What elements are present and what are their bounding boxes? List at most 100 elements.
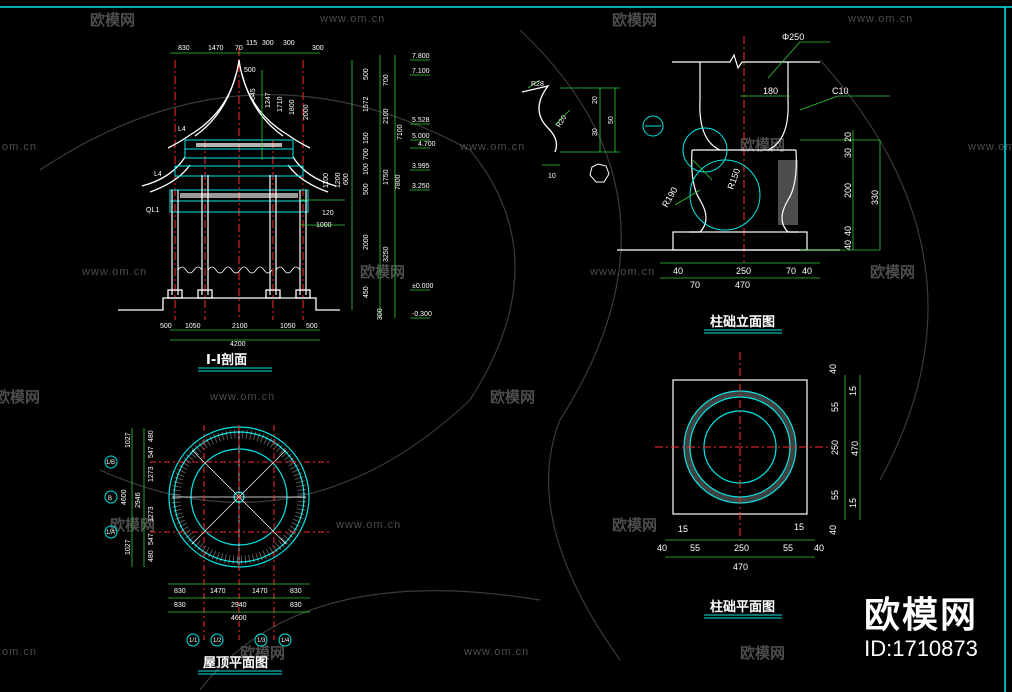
- dim-text: 2000: [303, 104, 310, 120]
- watermark-logo: 欧模网: [0, 388, 40, 406]
- watermark-url: om.cn: [2, 141, 37, 153]
- dim-text: 2100: [232, 323, 248, 330]
- dim-text: 450: [363, 286, 370, 298]
- dim-text: 4200: [230, 341, 246, 348]
- dim-text: 1247: [265, 92, 272, 108]
- dim-text: 500: [160, 323, 172, 330]
- axis-label: 1/A: [106, 530, 115, 536]
- dim-text: 830: [290, 602, 302, 609]
- roof-plan-title: 屋顶平面图: [203, 656, 268, 671]
- watermark-logo: 欧模网: [360, 263, 405, 281]
- member-label: L4: [178, 126, 186, 133]
- dim-text: R150: [725, 167, 742, 191]
- dim-text: 15: [794, 522, 804, 532]
- watermark-url: www.om.cn: [335, 519, 401, 531]
- dim-text: 55: [783, 543, 793, 553]
- elevation-mark: 5.528: [412, 117, 430, 124]
- dim-text: 2000: [363, 234, 370, 250]
- axis-label: B: [108, 496, 112, 502]
- watermark-url: www.om.cn: [459, 141, 525, 153]
- dim-text: 1050: [280, 323, 296, 330]
- dim-text: 2946: [135, 492, 142, 508]
- dim-text: R28: [531, 81, 544, 88]
- dim-text: 15: [678, 524, 688, 534]
- dim-text: 250: [734, 543, 749, 553]
- axis-label: 1/3: [257, 638, 266, 644]
- dim-text: 600: [343, 173, 350, 185]
- dim-text: 1273: [148, 506, 155, 522]
- dim-text: 1200: [335, 172, 342, 188]
- dim-text: 115: [246, 40, 257, 47]
- dim-text: 250: [830, 440, 840, 455]
- axis-label: 1/1: [189, 638, 198, 644]
- watermark-logo: 欧模网: [870, 263, 915, 281]
- dim-text: 40: [673, 266, 683, 276]
- dim-text: 300: [312, 45, 324, 52]
- dim-text: 40: [802, 266, 812, 276]
- dim-text: 300: [262, 40, 274, 47]
- dim-text: 40: [843, 226, 853, 236]
- dim-text: 830: [174, 602, 186, 609]
- axis-label: 1/2: [213, 638, 222, 644]
- section-title: I-I剖面: [206, 352, 247, 368]
- dim-text: 30: [592, 128, 599, 136]
- dim-text: 40: [828, 364, 838, 374]
- elevation-mark: 3.995: [412, 163, 430, 170]
- watermark-layer: 欧模网 欧模网 欧模网 欧模网 欧模网 欧模网 欧模网 欧模网 欧模网 欧模网 …: [0, 11, 1012, 691]
- dim-text: 3250: [383, 246, 390, 262]
- watermark-logo: 欧模网: [740, 644, 785, 662]
- dim-text: 500: [306, 323, 318, 330]
- dim-text: 500: [363, 68, 370, 80]
- dim-text: 40: [828, 525, 838, 535]
- watermark-logo: 欧模网: [90, 11, 135, 29]
- dim-text: 15: [848, 498, 858, 508]
- elevation-mark: ±0.000: [412, 283, 433, 290]
- watermark-url: www.om.cn: [209, 391, 275, 403]
- dim-text: 480: [148, 430, 155, 442]
- brand-id: ID:1710873: [864, 636, 978, 661]
- dim-text: 30: [843, 148, 853, 158]
- dim-text: 70: [235, 45, 243, 52]
- member-label: QL1: [146, 207, 159, 214]
- dim-text: 1710: [277, 96, 284, 112]
- watermark-url: www.om.cn: [967, 141, 1012, 153]
- dim-text: 70: [786, 266, 796, 276]
- dim-text: 547: [148, 446, 155, 458]
- dim-text: 4600: [121, 489, 128, 505]
- dim-text: 470: [733, 562, 748, 572]
- watermark-logo: 欧模网: [490, 388, 535, 406]
- dim-text: 1050: [185, 323, 201, 330]
- dim-text: 1273: [148, 466, 155, 482]
- member-label: L4: [154, 171, 162, 178]
- dim-text: 830: [290, 588, 302, 595]
- dim-text: 700: [383, 74, 390, 86]
- dim-text: 1100: [323, 173, 330, 188]
- dim-text: 1470: [208, 45, 224, 52]
- dim-text: 10: [548, 173, 556, 180]
- dim-text: 830: [174, 588, 186, 595]
- dim-text: 7100: [397, 124, 404, 140]
- dim-text: 40: [843, 240, 853, 250]
- brand-name: 欧模网: [863, 595, 978, 636]
- dim-text: 40: [814, 543, 824, 553]
- dim-text: 7800: [395, 174, 402, 190]
- elevation-mark: 4.700: [418, 141, 436, 148]
- dim-text: R20: [556, 114, 569, 129]
- dim-text: 55: [690, 543, 700, 553]
- dim-text: C10: [832, 86, 849, 96]
- watermark-logo: 欧模网: [612, 11, 657, 29]
- dim-text: 1000: [316, 222, 332, 229]
- plinth-elevation-title: 柱础立面图: [710, 314, 775, 330]
- dim-text: 300: [377, 308, 384, 320]
- dim-text: 547: [148, 533, 155, 545]
- dim-text: 470: [735, 280, 750, 290]
- elevation-mark: 5.000: [412, 133, 430, 140]
- dim-text: 470: [850, 441, 860, 456]
- elevation-mark: 3.250: [412, 183, 430, 190]
- dim-text: 180: [763, 86, 778, 96]
- dim-text: 150: [363, 132, 370, 144]
- roof-plan-drawing: 1027 480 547 1273 4600 2946 1273 547 102…: [104, 425, 330, 675]
- dim-text: R190: [660, 185, 679, 209]
- dim-text: 100: [363, 163, 370, 175]
